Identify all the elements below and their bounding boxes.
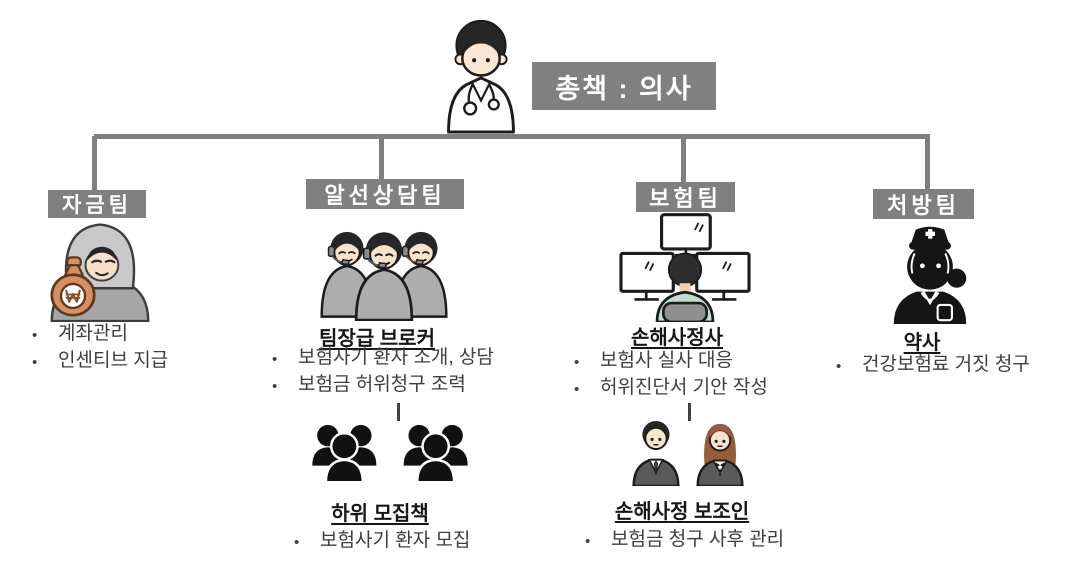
- connector-sub-assistants: [688, 403, 691, 421]
- role-title-adjuster-assistant: 손해사정 보조인: [614, 501, 750, 523]
- bullet-dot: [270, 345, 298, 372]
- bullet-dot: [834, 352, 862, 379]
- bullet-text: 보험금 청구 사후 관리: [611, 529, 785, 550]
- root-label: 총책 : 의사: [532, 62, 716, 110]
- bullet-text: 보험사기 환자 모집: [320, 530, 471, 551]
- doctor-icon: [438, 16, 524, 134]
- list-item: 보험사기 환자 모집: [292, 528, 470, 555]
- bullet-dot: [572, 348, 600, 375]
- bullet-dot: [572, 375, 600, 402]
- bullet-dot: [30, 348, 58, 375]
- prescription-duty-list: 건강보험료 거짓 청구: [834, 352, 1030, 379]
- recruiters-duty-list: 보험사기 환자 모집: [292, 528, 470, 555]
- assistant-duty-list: 보험금 청구 사후 관리: [583, 527, 784, 554]
- bullet-text: 건강보험료 거짓 청구: [862, 354, 1030, 375]
- team-label-referral: 알선상담팀: [306, 179, 464, 209]
- insurance-duty-list: 보험사 실사 대응 허위진단서 기안 작성: [572, 348, 768, 402]
- list-item: 허위진단서 기안 작성: [572, 375, 768, 402]
- bullet-dot: [30, 321, 58, 348]
- connector-funds-team: [92, 136, 97, 192]
- list-item: 보험금 청구 사후 관리: [583, 527, 784, 554]
- office-duo-icon: [622, 420, 754, 486]
- desk-monitors-icon: [614, 212, 756, 322]
- role-title-recruiters: 하위 모집책: [331, 503, 429, 525]
- funds-duty-list: 계좌관리 인센티브 지급: [30, 321, 168, 375]
- bullet-dot: [292, 528, 320, 555]
- bullet-text: 보험금 허위청구 조력: [298, 374, 466, 395]
- bullet-text: 허위진단서 기안 작성: [600, 377, 768, 398]
- list-item: 보험사기 환자 소개, 상담: [270, 345, 494, 372]
- list-item: 계좌관리: [30, 321, 168, 348]
- bullet-text: 보험사기 환자 소개, 상담: [298, 347, 494, 368]
- bullet-text: 계좌관리: [58, 323, 128, 344]
- hooded-moneybag-icon: [46, 214, 154, 322]
- role-title-adjuster: 손해사정사: [631, 327, 723, 349]
- connector-insurance-team: [681, 136, 686, 184]
- bullet-dot: [270, 372, 298, 399]
- connector-sub-recruiters: [397, 403, 400, 421]
- connector-horizontal: [94, 134, 930, 139]
- pharmacist-icon: [880, 221, 980, 324]
- role-title-broker: 팀장급 브로커: [319, 328, 435, 350]
- list-item: 보험금 허위청구 조력: [270, 372, 494, 399]
- team-label-funds: 자금팀: [48, 190, 146, 218]
- connector-referral-team: [379, 136, 384, 181]
- team-label-prescription: 처방팀: [873, 189, 974, 219]
- role-title-pharmacist: 약사: [903, 332, 941, 354]
- bullet-dot: [583, 527, 611, 554]
- bullet-text: 인센티브 지급: [58, 350, 169, 371]
- call-center-trio-icon: [310, 211, 458, 321]
- referral-duty-list: 보험사기 환자 소개, 상담 보험금 허위청구 조력: [270, 345, 494, 399]
- list-item: 인센티브 지급: [30, 348, 168, 375]
- crowd-silhouette-icon: [296, 421, 484, 489]
- bullet-text: 보험사 실사 대응: [600, 350, 733, 371]
- team-label-insurance: 보험팀: [636, 182, 735, 212]
- connector-prescription-team: [925, 136, 930, 192]
- list-item: 보험사 실사 대응: [572, 348, 768, 375]
- list-item: 건강보험료 거짓 청구: [834, 352, 1030, 379]
